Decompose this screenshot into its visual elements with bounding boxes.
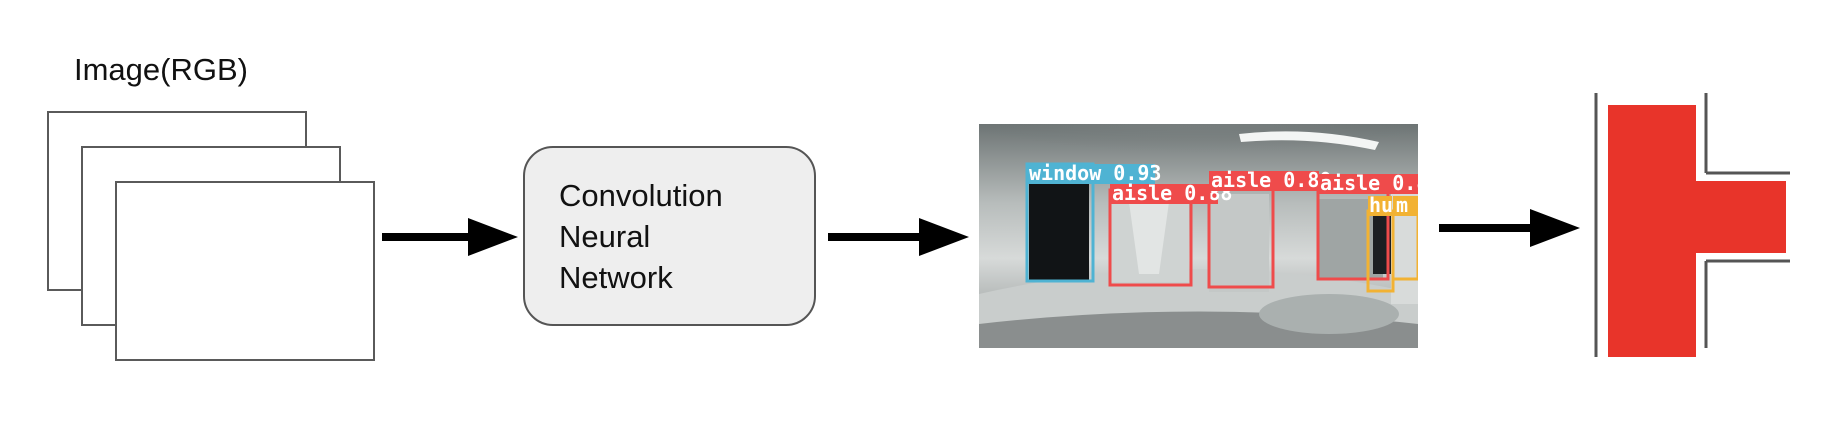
- corridor-opening-2: [1209, 194, 1269, 292]
- detection-label-aisle-2: aisle 0.80: [1211, 168, 1331, 192]
- detection-label-window: window 0.93: [1029, 161, 1161, 185]
- input-label: Image(RGB): [74, 52, 248, 87]
- detection-aisle-3: aisle 0.84: [1316, 171, 1418, 281]
- cnn-label-line-3: Network: [559, 260, 673, 295]
- window-pane: [1029, 182, 1089, 281]
- arrow-cnn-to-detection: [828, 218, 969, 256]
- cnn-box: Convolution Neural Network: [523, 146, 816, 326]
- cnn-label-line-2: Neural: [559, 219, 651, 254]
- detection-label-human-1: hu: [1369, 193, 1393, 217]
- map-corridor: [1608, 105, 1786, 357]
- ceiling-light: [1239, 131, 1379, 150]
- arrow-input-to-cnn: [382, 218, 518, 256]
- detection-label-human-2: m: [1396, 193, 1408, 217]
- corridor-map: [1594, 93, 1790, 357]
- detection-human-2: m: [1391, 193, 1418, 281]
- detection-aisle-2: aisle 0.80: [1207, 168, 1331, 289]
- detection-window: window 0.93: [1025, 161, 1161, 283]
- arrow-detection-to-map: [1439, 209, 1580, 247]
- image-frame-front: [115, 181, 375, 361]
- detection-image: window 0.93 aisle 0.88 aisle 0.80 aisle …: [979, 124, 1418, 348]
- detection-label-aisle-3: aisle 0.84: [1320, 171, 1418, 195]
- cnn-label-line-1: Convolution: [559, 178, 723, 213]
- floor-reflection: [1259, 294, 1399, 334]
- corridor-depth-1: [1129, 202, 1169, 274]
